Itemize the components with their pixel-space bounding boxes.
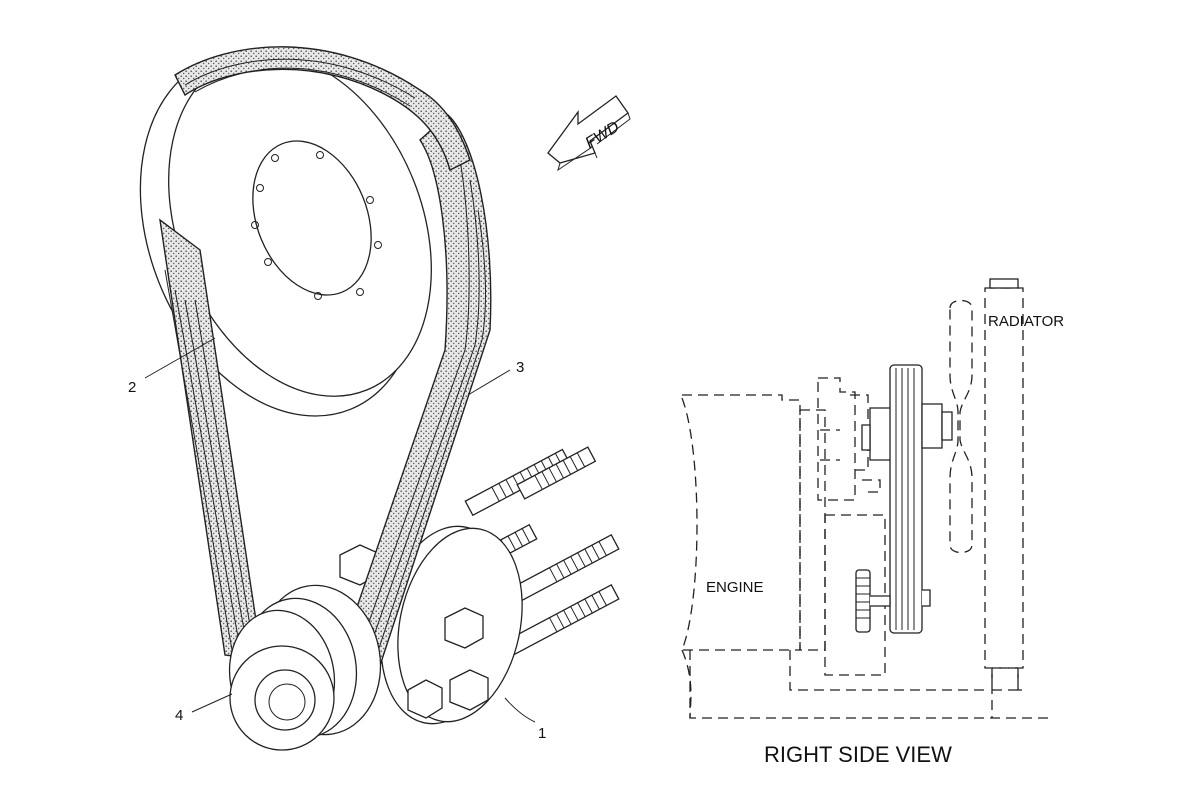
- hex-nut: [449, 669, 489, 711]
- mounting-flange: [339, 525, 523, 725]
- hex-nut: [407, 679, 443, 719]
- pulley-bolt-holes: [251, 151, 382, 300]
- callout-leaders: [144, 337, 536, 723]
- callout-3: 3: [516, 359, 524, 376]
- fan-blade: [949, 299, 973, 554]
- side-view-belt: [889, 364, 923, 634]
- side-view-title: RIGHT SIDE VIEW: [764, 742, 952, 767]
- right-side-view: RADIATOR ENGINE RIGHT SIDE VIEW: [681, 278, 1064, 767]
- engine-outline: [682, 394, 801, 651]
- belt-drive-assembly: 2 3 4 1: [128, 46, 620, 751]
- hex-nut: [444, 607, 484, 649]
- callout-1: 1: [538, 725, 546, 742]
- callout-4: 4: [175, 707, 183, 724]
- radiator-label: RADIATOR: [988, 313, 1064, 330]
- forward-arrow: FWD: [547, 95, 631, 172]
- callout-2: 2: [128, 379, 136, 396]
- engine-label: ENGINE: [706, 579, 764, 596]
- radiator-outline: [984, 287, 1024, 669]
- radiator-cap: [989, 278, 1019, 289]
- drive-pulley: [228, 584, 382, 751]
- driven-pulley: [139, 53, 432, 417]
